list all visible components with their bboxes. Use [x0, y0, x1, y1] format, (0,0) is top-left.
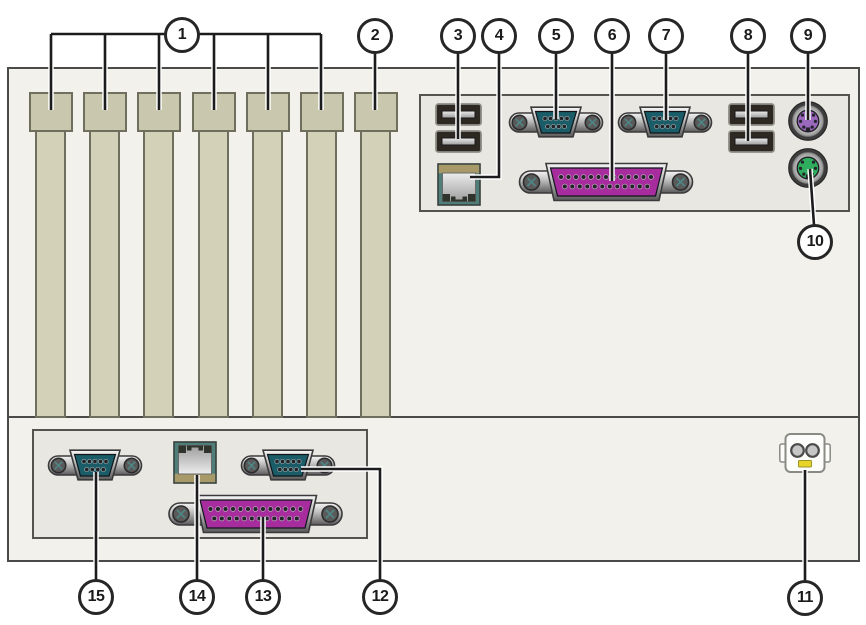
expansion-slot-7 — [354, 92, 398, 419]
serial-port-7-icon — [617, 106, 713, 138]
usb-port-3a-icon — [435, 103, 482, 126]
slot-body — [198, 130, 229, 418]
usb-port-8b-icon — [728, 130, 775, 153]
chassis-divider-line — [7, 416, 860, 418]
slot-body — [252, 130, 283, 418]
slot-bracket — [29, 92, 73, 132]
ps2-keyboard-port-9-icon — [787, 100, 829, 142]
callout-2: 2 — [357, 18, 393, 54]
parallel-port-6-icon — [518, 162, 694, 202]
callout-label: 14 — [188, 588, 206, 605]
callout-label: 10 — [806, 233, 824, 250]
callout-14: 14 — [179, 579, 215, 615]
slot-body — [306, 130, 337, 418]
callout-label: 5 — [551, 27, 561, 44]
callout-label: 13 — [254, 588, 272, 605]
callout-label: 8 — [743, 27, 753, 44]
callout-13: 13 — [245, 579, 281, 615]
expansion-slot-6 — [300, 92, 344, 419]
slot-bracket — [354, 92, 398, 132]
usb-port-3b-icon — [435, 130, 482, 153]
slot-bracket — [83, 92, 127, 132]
callout-label: 2 — [370, 27, 380, 44]
slot-body — [35, 130, 66, 418]
slot-bracket — [300, 92, 344, 132]
callout-15: 15 — [78, 579, 114, 615]
serial-port-15-icon — [47, 449, 143, 481]
expansion-slot-4 — [192, 92, 236, 419]
callout-label: 1 — [177, 26, 187, 43]
slot-bracket — [137, 92, 181, 132]
callout-label: 4 — [494, 27, 504, 44]
usb-port-8a-icon — [728, 103, 775, 126]
callout-label: 7 — [661, 27, 671, 44]
callout-label: 12 — [371, 588, 389, 605]
callout-7: 7 — [648, 18, 684, 54]
slot-bracket — [246, 92, 290, 132]
callout-label: 6 — [607, 27, 617, 44]
serial-port-12-icon — [240, 449, 336, 481]
callout-5: 5 — [538, 18, 574, 54]
callout-12: 12 — [362, 579, 398, 615]
callout-3: 3 — [440, 18, 476, 54]
callout-11: 11 — [787, 580, 823, 616]
callout-4: 4 — [481, 18, 517, 54]
slot-body — [143, 130, 174, 418]
callout-6: 6 — [594, 18, 630, 54]
power-connector-11-icon — [779, 433, 831, 473]
callout-label: 9 — [803, 27, 813, 44]
parallel-port-13-icon — [164, 494, 347, 534]
expansion-slot-1 — [29, 92, 73, 419]
ps2-mouse-port-10-icon — [787, 147, 829, 189]
expansion-slot-2 — [83, 92, 127, 419]
callout-label: 11 — [797, 589, 813, 606]
callout-9: 9 — [790, 18, 826, 54]
callout-label: 15 — [87, 588, 105, 605]
slot-body — [360, 130, 391, 418]
slot-bracket — [192, 92, 236, 132]
expansion-slot-5 — [246, 92, 290, 419]
callout-1: 1 — [164, 17, 200, 53]
serial-port-5-icon — [508, 106, 604, 138]
expansion-slot-3 — [137, 92, 181, 419]
callout-10: 10 — [797, 224, 833, 260]
ethernet-port-14-icon — [173, 441, 217, 484]
slot-body — [89, 130, 120, 418]
ethernet-port-4-icon — [437, 163, 481, 206]
callout-8: 8 — [730, 18, 766, 54]
callout-label: 3 — [453, 27, 463, 44]
